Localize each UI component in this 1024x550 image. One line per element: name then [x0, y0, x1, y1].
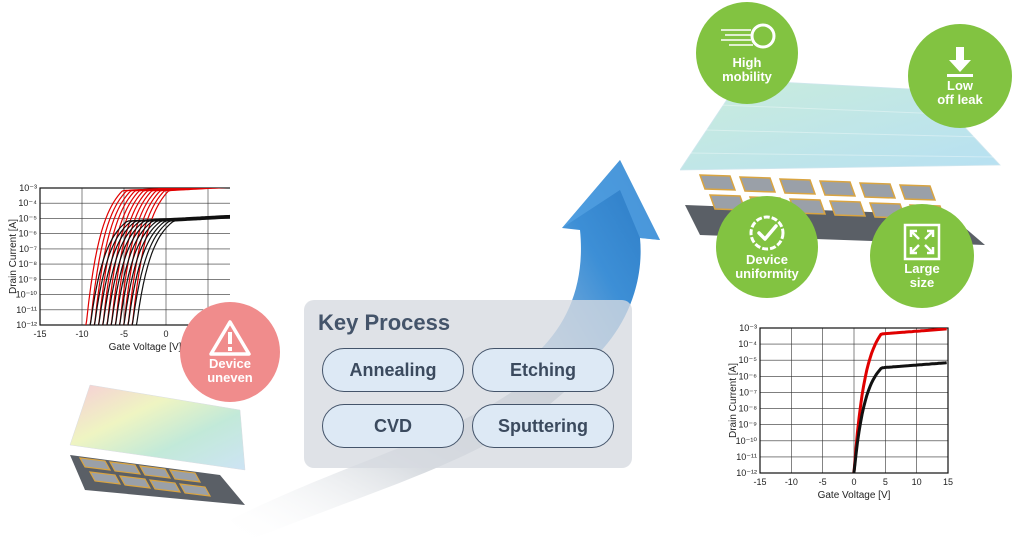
iv-curve	[852, 361, 947, 473]
device-uneven-badge: Device uneven	[180, 302, 280, 402]
y-tick-label: 10⁻⁵	[739, 355, 758, 365]
device-uneven-line2: uneven	[207, 370, 253, 385]
high-mobility-line1: High	[732, 54, 762, 70]
iv-curve	[106, 188, 203, 325]
y-tick-label: 10⁻¹¹	[736, 452, 757, 462]
iv-curve	[114, 188, 211, 325]
large-size-line1: Large	[904, 260, 940, 276]
y-tick-label: 10⁻³	[19, 183, 37, 193]
y-tick-label: 10⁻⁴	[18, 198, 37, 208]
low-off-leak-line2: off leak	[937, 92, 983, 107]
chart-after: -15 -10 -5 0 5 10 15 10⁻³ 10⁻⁴ 10⁻⁵ 10⁻⁶ 10⁻⁷ 10⁻⁸ 10…	[708, 320, 958, 510]
curves-group	[85, 188, 250, 325]
y-axis-title: Drain Current [A]	[8, 219, 19, 294]
high-mobility-badge: High mobility	[696, 2, 798, 104]
device-uniformity-line2: uniformity	[735, 266, 799, 281]
key-process-panel: Key Process Annealing Etching CVD Sputte…	[304, 300, 632, 468]
iv-curve	[110, 188, 207, 325]
iv-curve	[93, 188, 190, 325]
step-annealing-button[interactable]: Annealing	[322, 348, 464, 392]
step-etching-button[interactable]: Etching	[472, 348, 614, 392]
x-tick-label: 15	[943, 477, 953, 487]
device-uniformity-badge: Device uniformity	[716, 196, 818, 298]
y-tick-label: 10⁻¹⁰	[736, 436, 758, 446]
warning-icon	[209, 319, 251, 356]
x-tick-label: 5	[883, 477, 888, 487]
y-tick-label: 10⁻³	[739, 323, 757, 333]
arrow-down-bar-icon	[947, 46, 973, 77]
device-uniformity-line1: Device	[746, 251, 788, 267]
y-tick-label: 10⁻¹⁰	[16, 290, 38, 300]
iv-curve	[135, 216, 250, 325]
y-tick-label: 10⁻⁹	[738, 420, 757, 430]
step-sputtering-button[interactable]: Sputtering	[472, 404, 614, 448]
low-off-leak-line1: Low	[947, 77, 973, 93]
x-axis-title: Gate Voltage [V]	[109, 342, 182, 353]
key-process-title: Key Process	[318, 310, 451, 335]
check-seal-icon	[749, 215, 785, 251]
y-tick-label: 10⁻⁶	[739, 371, 758, 381]
iv-curve	[852, 328, 947, 473]
iv-curve	[89, 188, 186, 325]
iv-curve	[85, 188, 182, 325]
x-tick-label: -15	[33, 329, 46, 339]
x-tick-label: -10	[75, 329, 88, 339]
chart-after-svg: -15 -10 -5 0 5 10 15 10⁻³ 10⁻⁴ 10⁻⁵ 10⁻⁶ 10⁻⁷ 10⁻⁸ 10…	[728, 323, 953, 501]
iv-curve	[97, 188, 194, 325]
iv-curve	[118, 188, 215, 325]
low-off-leak-badge: Low off leak	[908, 24, 1012, 128]
y-tick-label: 10⁻¹²	[16, 320, 37, 330]
y-tick-label: 10⁻⁶	[19, 229, 38, 239]
x-tick-label: 0	[163, 329, 168, 339]
y-tick-label: 10⁻⁷	[19, 244, 37, 254]
y-tick-label: 10⁻⁷	[739, 387, 757, 397]
expand-icon	[903, 223, 941, 260]
y-axis-title: Drain Current [A]	[728, 363, 739, 438]
large-size-line2: size	[909, 275, 935, 290]
x-tick-label: 0	[851, 477, 856, 487]
y-tick-label: 10⁻⁴	[738, 339, 757, 349]
chart-before: -15-10-505101510⁻³10⁻⁴10⁻⁵10⁻⁶10⁻⁷10⁻⁸10…	[0, 180, 297, 360]
high-mobility-line2: mobility	[722, 69, 772, 84]
x-axis-title: Gate Voltage [V]	[818, 490, 891, 501]
curves-group	[852, 328, 947, 473]
x-tick-label: -5	[819, 477, 827, 487]
iv-curve	[102, 188, 198, 325]
device-uneven-line1: Device	[209, 355, 251, 371]
large-size-badge: Large size	[870, 204, 974, 308]
device-array-before	[69, 384, 246, 505]
y-tick-label: 10⁻⁹	[18, 274, 37, 284]
y-tick-label: 10⁻⁸	[18, 259, 37, 269]
x-tick-label: 10	[912, 477, 922, 487]
speed-ball-icon	[721, 23, 776, 49]
x-tick-label: -15	[753, 477, 766, 487]
y-tick-label: 10⁻⁸	[738, 404, 757, 414]
x-tick-label: -5	[120, 329, 128, 339]
step-cvd-button[interactable]: CVD	[322, 404, 464, 448]
x-tick-label: -10	[785, 477, 798, 487]
y-tick-label: 10⁻⁵	[19, 213, 38, 223]
y-tick-label: 10⁻¹¹	[16, 305, 37, 315]
iv-curve	[131, 188, 228, 325]
y-tick-label: 10⁻¹²	[736, 468, 757, 478]
